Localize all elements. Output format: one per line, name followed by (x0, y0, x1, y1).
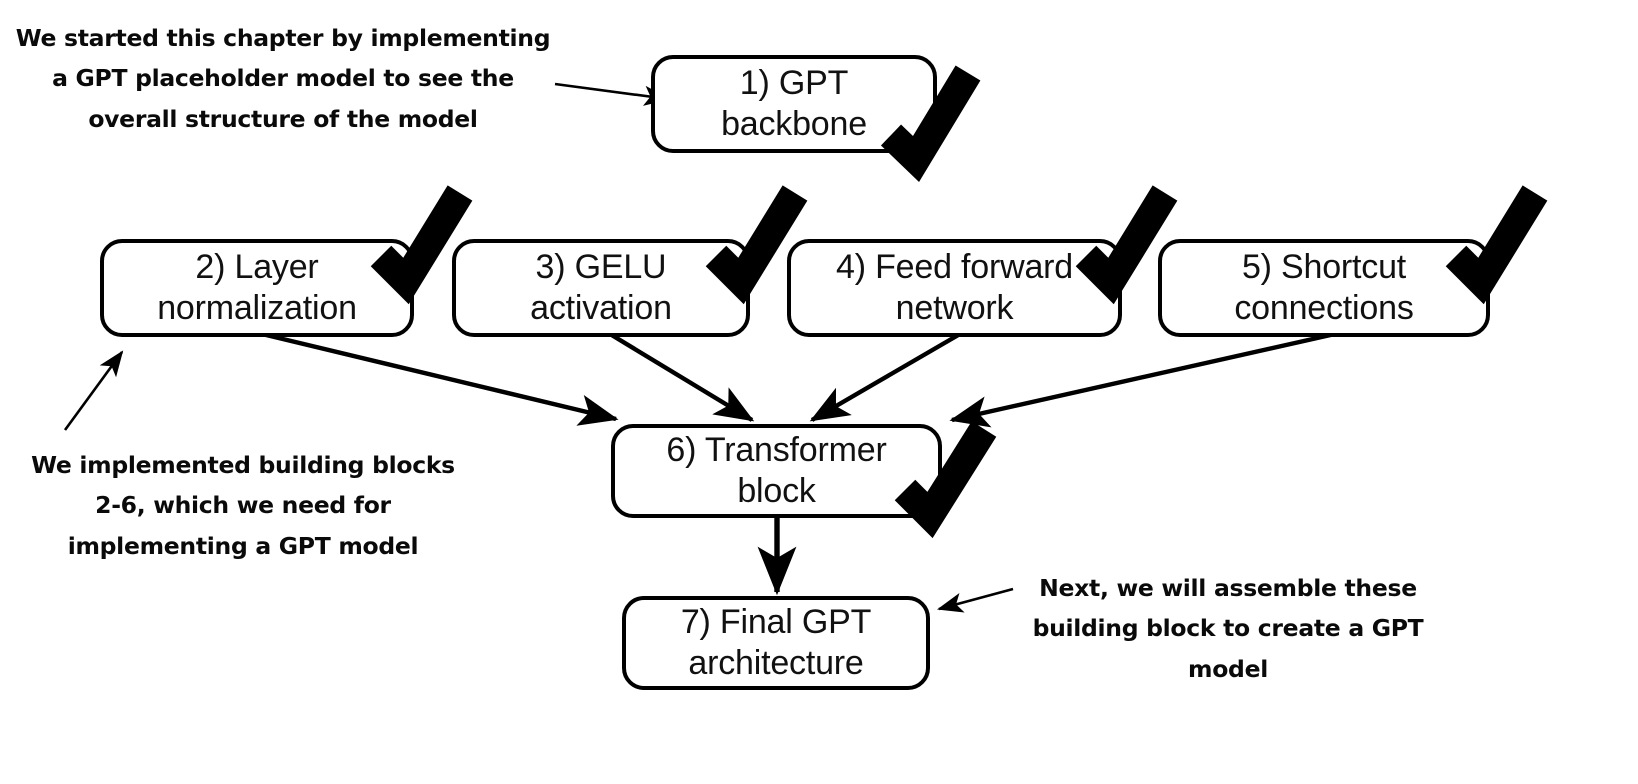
arrow-note-to-node-2 (63, 350, 124, 431)
arrow-node-4-to-node-6 (809, 332, 962, 422)
node-final-gpt-architecture-label: 7) Final GPT architecture (680, 602, 872, 682)
arrow-note-to-node-7 (936, 587, 1014, 613)
node-transformer-block-label: 6) Transformer block (666, 430, 887, 510)
note-bottom-left: We implemented building blocks 2-6, whic… (31, 451, 455, 560)
arrow-node-3-to-node-6 (608, 332, 755, 422)
note-bottom-right: Next, we will assemble these building bl… (1032, 574, 1424, 683)
node-layer-normalization-label: 2) Layer normalization (157, 247, 357, 327)
node-gpt-backbone[interactable]: 1) GPT backbone (651, 55, 937, 153)
node-feed-forward-network-label: 4) Feed forward network (836, 247, 1073, 327)
node-final-gpt-architecture[interactable]: 7) Final GPT architecture (622, 596, 930, 690)
node-transformer-block[interactable]: 6) Transformer block (611, 424, 942, 518)
node-gelu-activation-label: 3) GELU activation (530, 247, 672, 327)
arrow-node-2-to-node-6 (261, 331, 619, 426)
node-shortcut-connections-label: 5) Shortcut connections (1234, 247, 1414, 327)
arrow-node-5-to-node-6 (949, 331, 1336, 428)
note-top-left: We started this chapter by implementing … (15, 24, 551, 133)
node-gelu-activation[interactable]: 3) GELU activation (452, 239, 750, 337)
node-layer-normalization[interactable]: 2) Layer normalization (100, 239, 414, 337)
node-gpt-backbone-label: 1) GPT backbone (721, 63, 867, 143)
node-shortcut-connections[interactable]: 5) Shortcut connections (1158, 239, 1490, 337)
node-feed-forward-network[interactable]: 4) Feed forward network (787, 239, 1122, 337)
